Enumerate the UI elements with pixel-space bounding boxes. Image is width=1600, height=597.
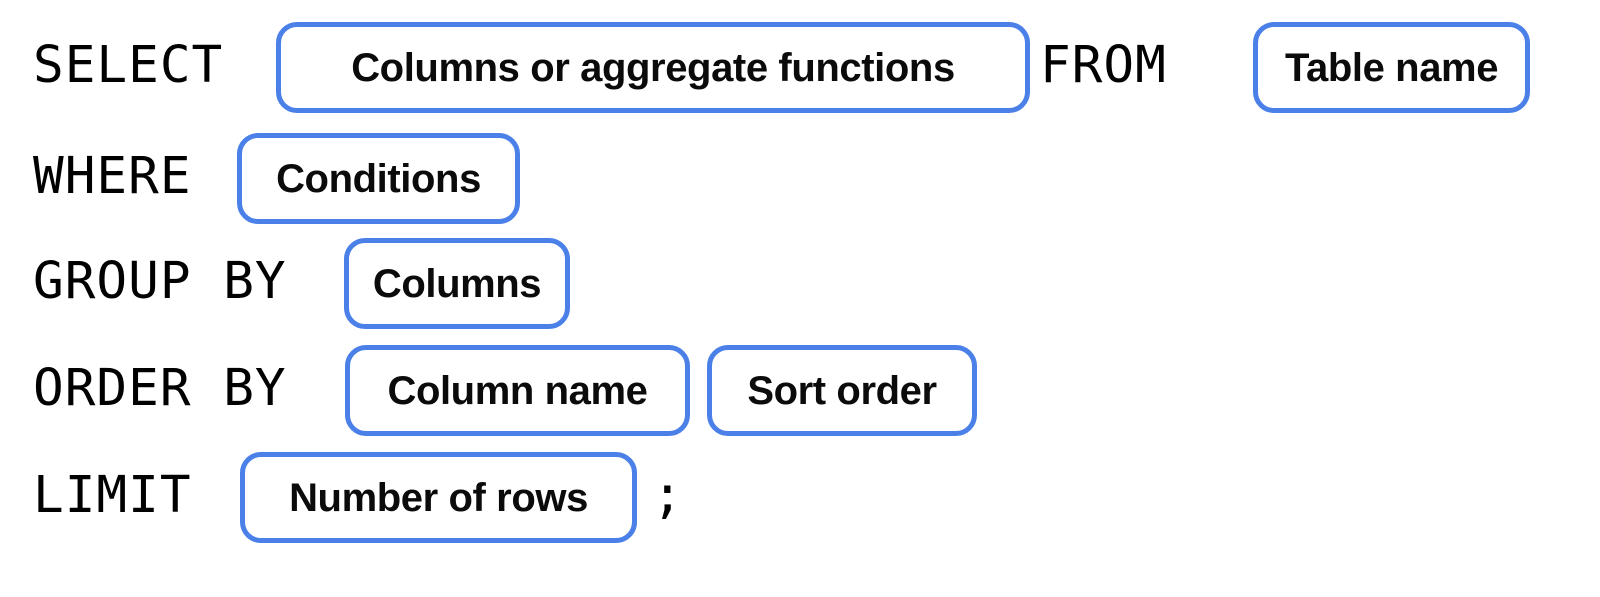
placeholder-order-by-sort-order[interactable]: Sort order [707,345,977,436]
placeholder-group-by-columns[interactable]: Columns [344,238,570,329]
sql-keyword-limit: LIMIT [33,466,192,525]
sql-keyword-group-by: GROUP BY [33,252,287,311]
sql-keyword-order-by: ORDER BY [33,359,287,418]
placeholder-limit-rows[interactable]: Number of rows [240,452,637,543]
placeholder-label: Sort order [747,368,937,413]
placeholder-label: Column name [387,368,648,413]
placeholder-label: Columns or aggregate functions [351,45,955,90]
sql-keyword-from: FROM [1040,36,1167,95]
statement-terminator-semicolon: ; [652,466,683,525]
placeholder-label: Table name [1284,45,1499,90]
placeholder-select-columns[interactable]: Columns or aggregate functions [276,22,1030,113]
placeholder-where-conditions[interactable]: Conditions [237,133,520,224]
placeholder-label: Columns [372,261,542,306]
placeholder-from-table[interactable]: Table name [1253,22,1530,113]
sql-keyword-select: SELECT [33,36,224,95]
placeholder-label: Number of rows [289,475,588,520]
sql-keyword-where: WHERE [33,147,192,206]
placeholder-label: Conditions [276,156,481,201]
placeholder-order-by-column[interactable]: Column name [345,345,690,436]
